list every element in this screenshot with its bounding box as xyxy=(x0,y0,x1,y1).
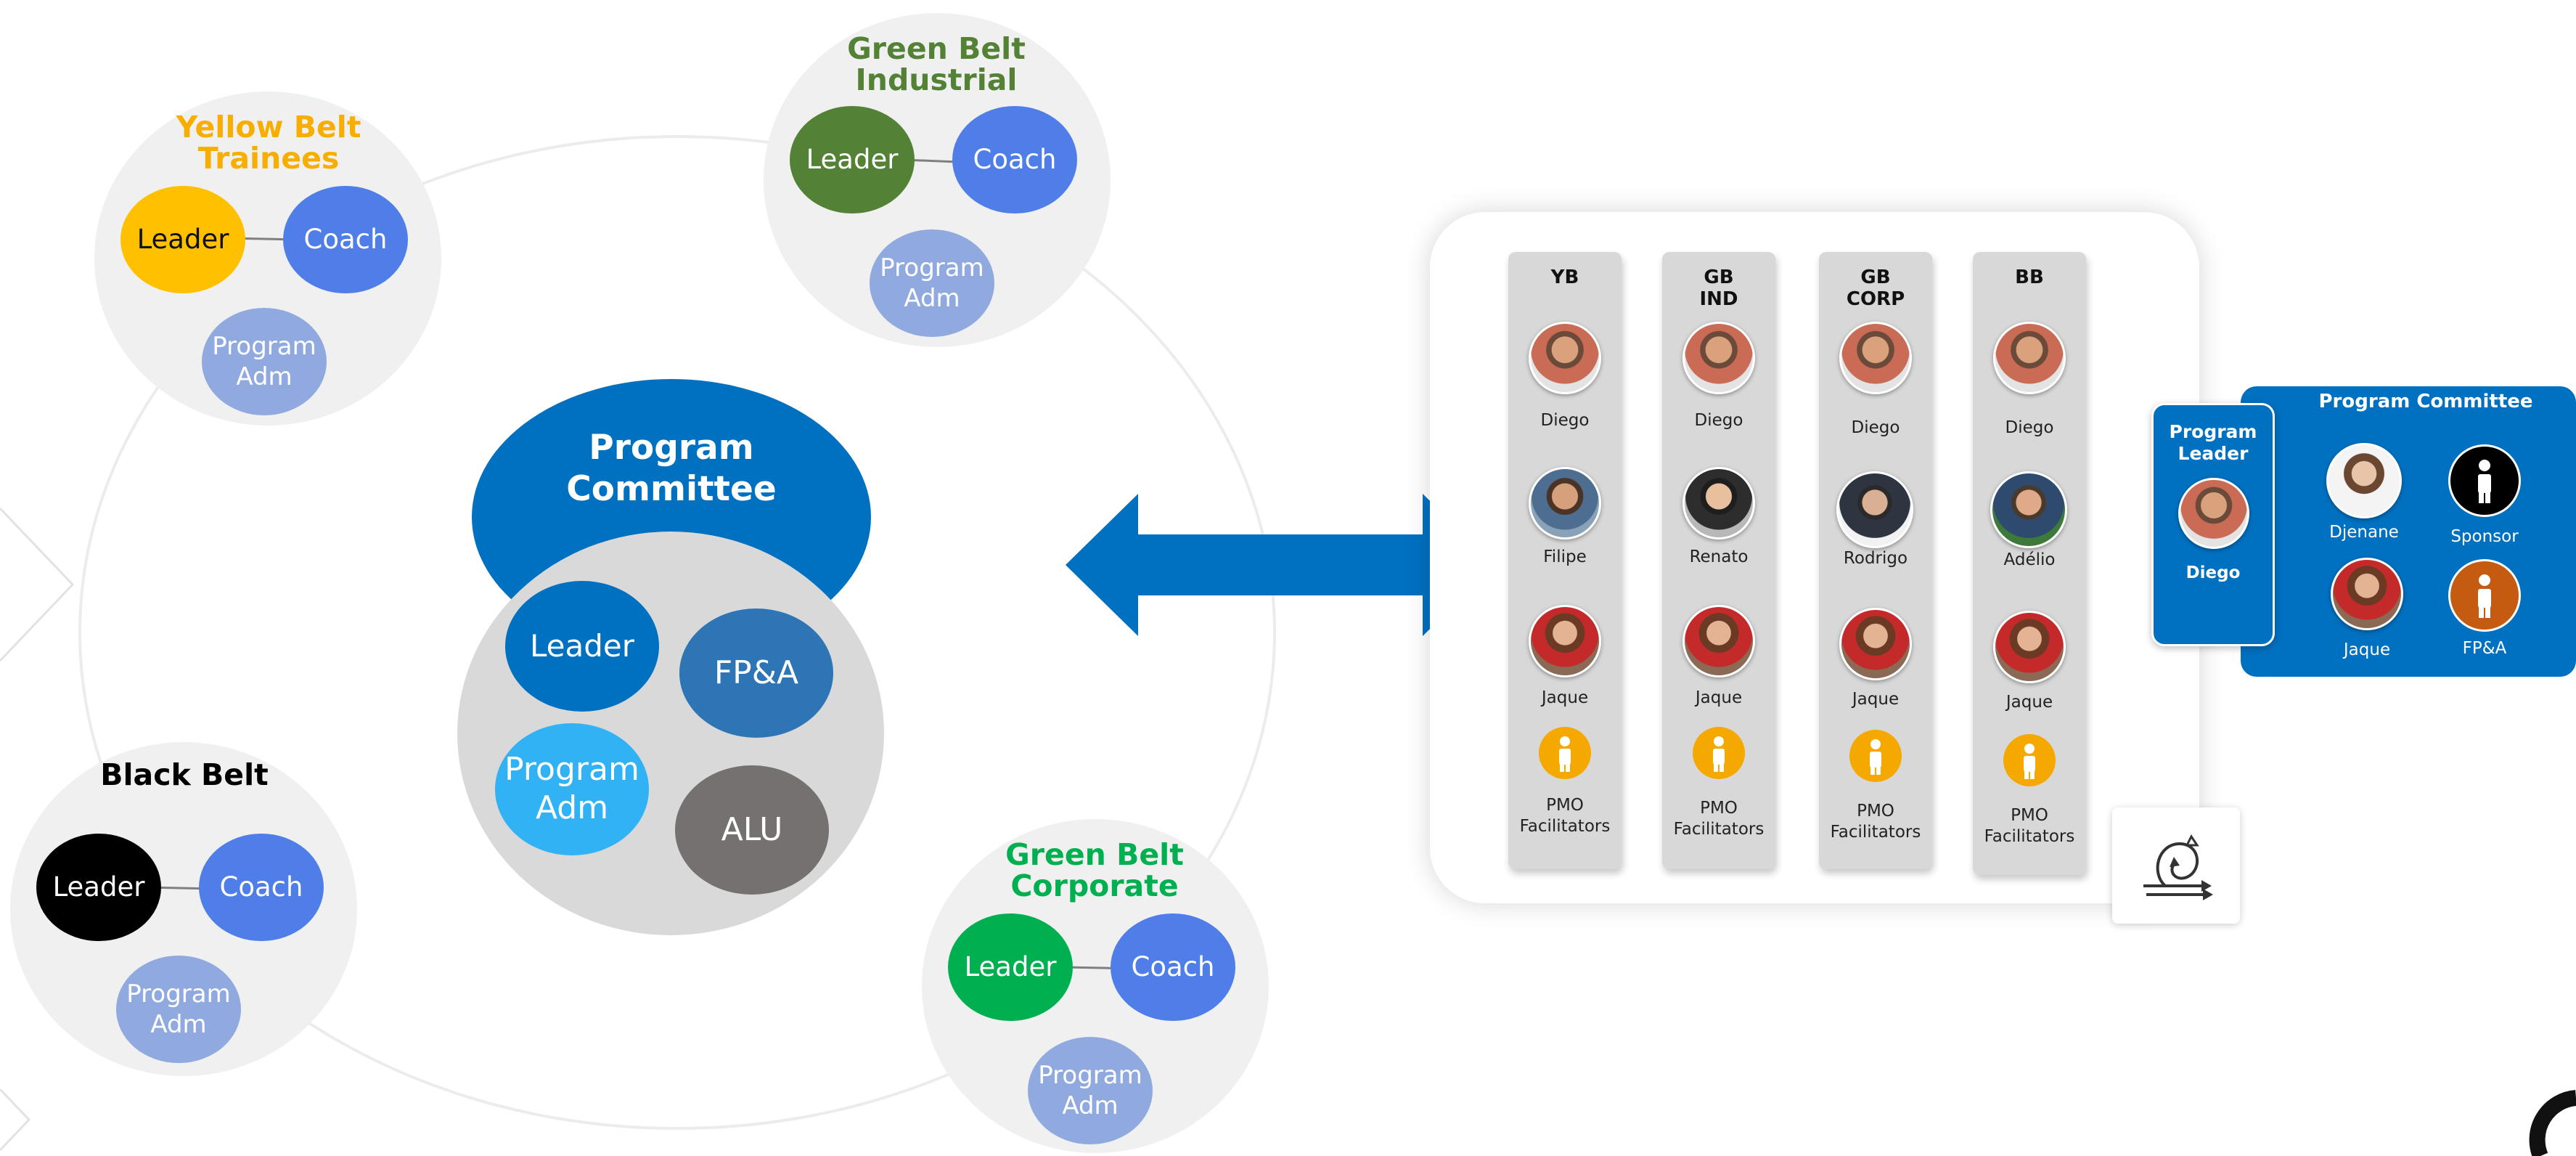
member-label-sponsor: Sponsor xyxy=(2450,527,2519,546)
pmo-avatar xyxy=(1849,730,1902,782)
person-name: Renato xyxy=(1689,548,1749,566)
person-name: Diego xyxy=(2005,418,2054,437)
committee-program-adm-node: Program Adm xyxy=(495,723,649,855)
rodrigo-photo xyxy=(1836,471,1913,548)
program-committee-panel-title: Program Committee xyxy=(2318,391,2533,412)
person-name: Diego xyxy=(1694,411,1743,430)
black-belt-title: Black Belt xyxy=(100,757,269,792)
diego-photo xyxy=(1529,322,1601,394)
column-header: YB xyxy=(1550,266,1579,288)
column-bb: BB Diego Adélio Jaque PMO Facilitators xyxy=(1973,252,2086,875)
member-label-djenane: Djenane xyxy=(2329,523,2399,542)
committee-fpa-node: FP&A xyxy=(679,608,833,738)
green-corporate-program-adm-node: Program Adm xyxy=(1028,1037,1153,1144)
chevron-decoration-icon xyxy=(0,507,75,662)
person-icon xyxy=(2478,574,2491,618)
green-corporate-title: Green Belt Corporate xyxy=(1005,837,1184,904)
logo-fragment-icon xyxy=(2529,1090,2576,1156)
diego-photo xyxy=(2178,478,2249,549)
diego-photo xyxy=(1682,322,1755,394)
person-name: Jaque xyxy=(1541,688,1589,707)
green-industrial-title: Green Belt Industrial xyxy=(847,31,1026,98)
member-label-fpa: FP&A xyxy=(2462,639,2507,658)
green-industrial-coach-node: Coach xyxy=(952,106,1077,213)
person-name: Jaque xyxy=(1695,688,1743,707)
black-coach-node: Coach xyxy=(199,834,324,941)
column-gb-corp: GB CORP Diego Rodrigo Jaque PMO Facilita… xyxy=(1819,252,1932,869)
yellow-leader-node: Leader xyxy=(120,186,245,293)
pmo-label: PMO Facilitators xyxy=(1519,796,1611,836)
person-name: Adélio xyxy=(2003,550,2056,569)
green-corporate-leader-node: Leader xyxy=(948,913,1073,1021)
chevron-decoration-icon xyxy=(0,1089,31,1152)
program-leader-panel: Program Leader Diego xyxy=(2151,403,2275,646)
person-icon xyxy=(2024,744,2035,779)
jaque-photo xyxy=(1993,611,2066,683)
jaque-photo xyxy=(2331,558,2403,630)
diego-photo xyxy=(1839,322,1912,394)
sponsor-avatar xyxy=(2448,444,2521,517)
yellow-belt-title: Yellow Belt Trainees xyxy=(176,110,361,176)
adelio-photo xyxy=(1990,471,2067,548)
program-committee-title: Program Committee xyxy=(566,428,777,510)
pmo-avatar xyxy=(1693,727,1745,779)
green-corporate-coach-node: Coach xyxy=(1111,913,1235,1021)
jaque-photo xyxy=(1839,608,1912,680)
renato-photo xyxy=(1682,467,1755,540)
black-program-adm-node: Program Adm xyxy=(116,956,241,1063)
program-committee-body xyxy=(457,532,884,935)
program-leader-name: Diego xyxy=(2185,563,2241,582)
person-icon xyxy=(1713,736,1725,772)
pmo-avatar xyxy=(1539,727,1591,779)
jaque-photo xyxy=(1682,605,1755,677)
column-gb-ind: GB IND Diego Renato Jaque PMO Facilitato… xyxy=(1662,252,1775,869)
column-header: BB xyxy=(2015,266,2044,288)
person-icon xyxy=(1559,736,1571,772)
pmo-label: PMO Facilitators xyxy=(1984,806,2075,846)
fpa-avatar xyxy=(2448,559,2521,632)
person-name: Filipe xyxy=(1543,548,1587,566)
person-name: Rodrigo xyxy=(1843,549,1908,568)
person-name: Jaque xyxy=(1852,690,1900,709)
person-icon xyxy=(1870,739,1881,775)
committee-alu-node: ALU xyxy=(675,765,829,895)
filipe-photo xyxy=(1529,467,1601,540)
committee-leader-node: Leader xyxy=(505,581,659,712)
pmo-label: PMO Facilitators xyxy=(1673,799,1765,839)
pmo-label: PMO Facilitators xyxy=(1830,802,1921,842)
double-arrow-icon xyxy=(1066,494,1495,636)
person-name: Jaque xyxy=(2005,693,2053,712)
person-icon xyxy=(2478,460,2491,503)
yellow-coach-node: Coach xyxy=(283,186,408,293)
program-committee-panel: Program Committee Djenane Sponsor Jaque … xyxy=(2241,386,2576,677)
person-name: Diego xyxy=(1851,418,1900,437)
column-header: GB CORP xyxy=(1846,266,1905,311)
black-leader-node: Leader xyxy=(36,834,161,941)
cycle-arrow-icon xyxy=(2143,834,2213,900)
column-header: GB IND xyxy=(1699,266,1738,311)
person-name: Diego xyxy=(1540,411,1590,430)
pmo-avatar xyxy=(2003,734,2056,786)
diego-photo xyxy=(1993,322,2066,394)
program-leader-title: Program Leader xyxy=(2169,421,2257,464)
djenane-photo xyxy=(2326,443,2402,518)
column-yb: YB Diego Filipe Jaque PMO Facilitators xyxy=(1508,252,1622,869)
yellow-program-adm-node: Program Adm xyxy=(202,308,327,415)
green-industrial-leader-node: Leader xyxy=(790,106,915,213)
jaque-photo xyxy=(1529,605,1601,677)
member-label-jaque: Jaque xyxy=(2343,640,2391,659)
green-industrial-program-adm-node: Program Adm xyxy=(870,229,994,337)
cycle-icon-box xyxy=(2112,807,2240,924)
